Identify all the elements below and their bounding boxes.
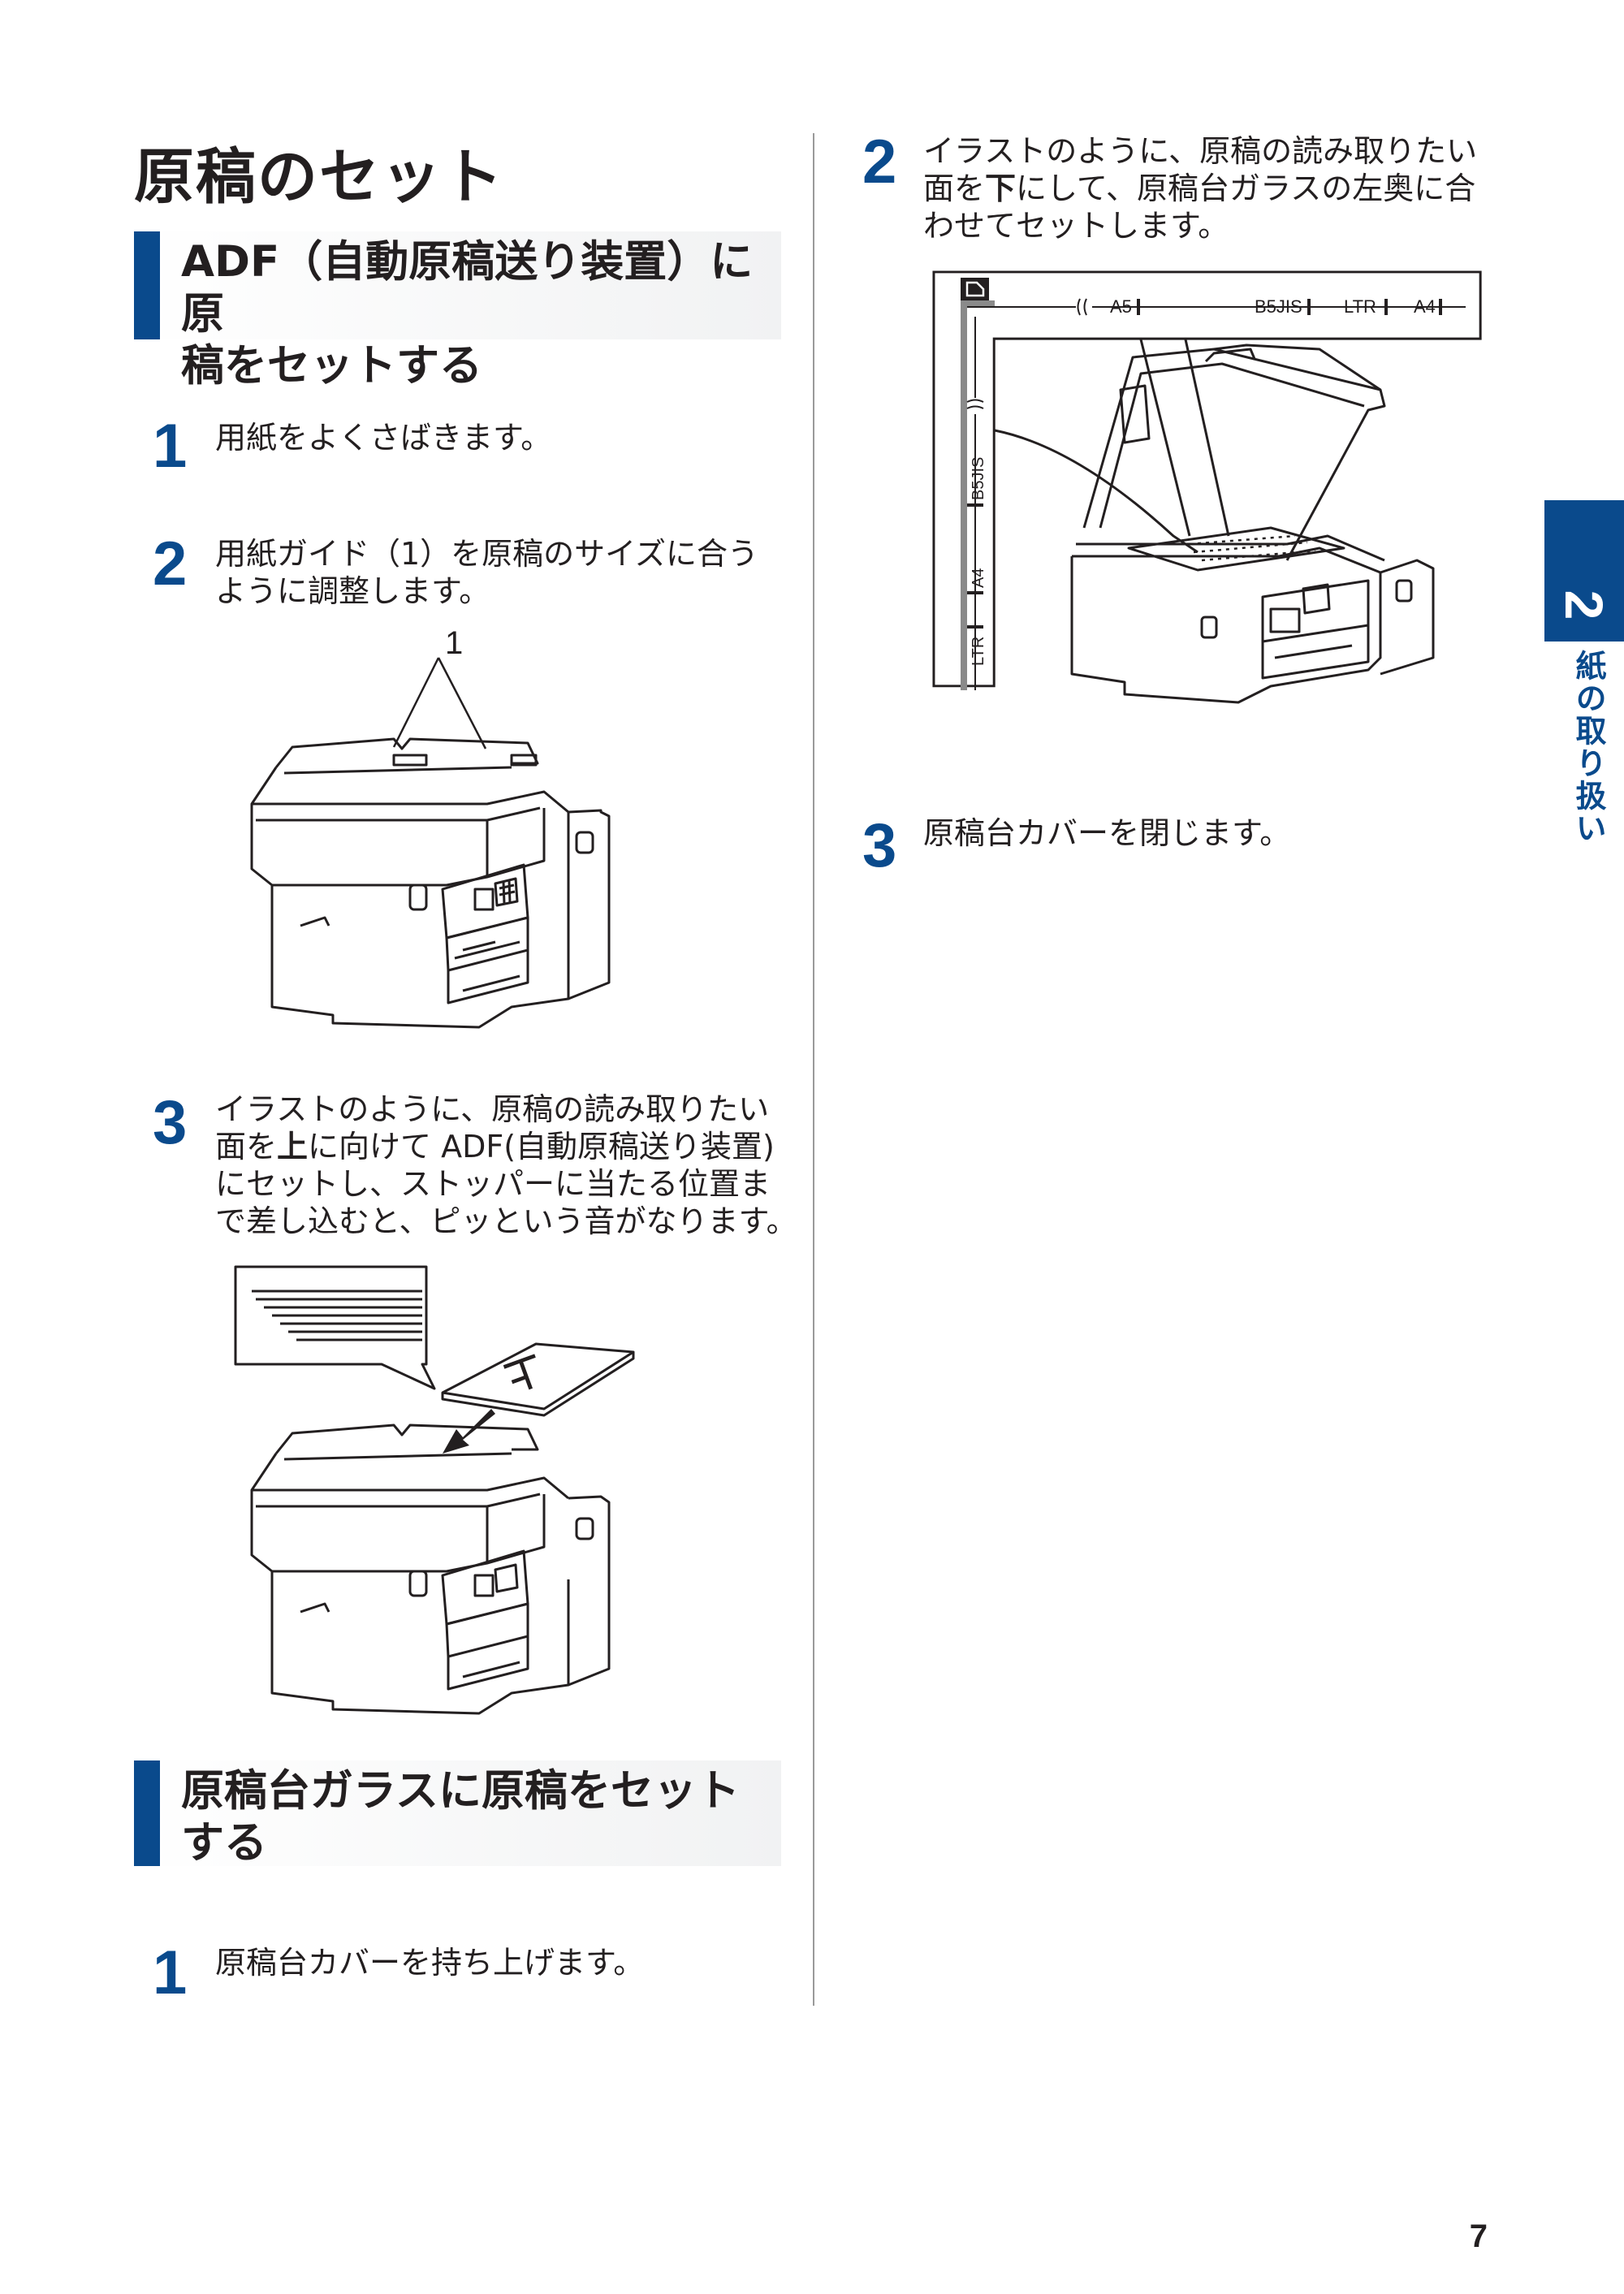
- chapter-label: 紙の取り扱い: [1570, 650, 1606, 845]
- section-heading-glass: 原稿台ガラスに原稿をセット する: [134, 1760, 781, 1869]
- step-number: 2: [862, 127, 897, 197]
- heading-line-1: ADF（自動原稿送り装置）に原: [181, 237, 754, 339]
- step-number: 1: [153, 412, 188, 481]
- scale-label-left: A4: [970, 568, 987, 588]
- step-text-line: で差し込むと、ピッという音がなります。: [215, 1203, 797, 1239]
- step-text: 原稿台カバーを閉じます。: [923, 815, 1291, 851]
- heading-line-1: 原稿台ガラスに原稿をセット: [181, 1766, 740, 1816]
- scale-label-top: A5: [1110, 296, 1132, 317]
- step-text-line: ように調整します。: [215, 573, 490, 609]
- scale-label-left: B5JIS: [970, 457, 987, 500]
- step-text: イラストのように、原稿の読み取りたい 面を下にして、原稿台ガラスの左奥に合 わせ…: [923, 132, 1477, 244]
- printer-glass-illustration: A5 B5JIS LTR A4 B5JIS A4 LTR: [932, 270, 1482, 704]
- chapter-tab[interactable]: 2: [1544, 500, 1624, 642]
- step-text-fragment: 面を: [923, 171, 986, 206]
- step-text: イラストのように、原稿の読み取りたい 面を上に向けて ADF(自動原稿送り装置)…: [215, 1091, 797, 1240]
- heading-line-2: する: [181, 1818, 267, 1868]
- scale-label-top: LTR: [1344, 296, 1376, 317]
- scale-label-left: LTR: [970, 637, 987, 666]
- page-title: 原稿のセット: [134, 142, 504, 212]
- step-text: 用紙をよくさばきます。: [215, 420, 552, 456]
- step-text-fragment: 面を: [215, 1129, 278, 1164]
- step-text-line: にセットし、ストッパーに当たる位置ま: [215, 1166, 771, 1202]
- page-number: 7: [1469, 2218, 1488, 2254]
- step-number: 1: [153, 1938, 188, 2007]
- section-heading-bar: [134, 1760, 160, 1866]
- step-text-line: わせてセットします。: [923, 208, 1229, 244]
- scale-label-top: A4: [1414, 296, 1436, 317]
- step-text-fragment: に向けて ADF(自動原稿送り装置): [308, 1129, 775, 1164]
- section-heading-glass-text: 原稿台ガラスに原稿をセット する: [181, 1760, 781, 1869]
- section-heading-adf-text: ADF（自動原稿送り装置）に原 稿をセットする: [181, 231, 781, 392]
- step-text-bold: 上: [277, 1129, 309, 1164]
- document-corner-icon: [961, 278, 989, 300]
- printer-adf-load-illustration: 上: [234, 1265, 635, 1715]
- column-divider: [813, 133, 814, 2006]
- step-text: 用紙ガイド（1）を原稿のサイズに合う ように調整します。: [215, 535, 758, 610]
- section-heading-adf: ADF（自動原稿送り装置）に原 稿をセットする: [134, 231, 781, 391]
- callout-label-1: 1: [445, 625, 463, 661]
- step-number: 2: [153, 529, 188, 598]
- step-text-fragment: にして、原稿台ガラスの左奥に合: [1016, 171, 1476, 206]
- step-text-line: イラストのように、原稿の読み取りたい: [215, 1091, 770, 1127]
- step-text-line: イラストのように、原稿の読み取りたい: [923, 133, 1478, 169]
- step-text-bold: 下: [985, 171, 1017, 206]
- step-text: 原稿台カバーを持ち上げます。: [215, 1945, 645, 1981]
- section-heading-bar: [134, 231, 160, 339]
- step-text-line: 用紙ガイド（1）を原稿のサイズに合う: [215, 536, 759, 572]
- step-number: 3: [153, 1088, 188, 1157]
- printer-adf-guide-illustration: 1: [250, 625, 611, 1029]
- chapter-number: 2: [1554, 590, 1614, 620]
- heading-line-2: 稿をセットする: [181, 341, 482, 391]
- scale-label-top: B5JIS: [1255, 296, 1302, 317]
- step-number: 3: [862, 811, 897, 880]
